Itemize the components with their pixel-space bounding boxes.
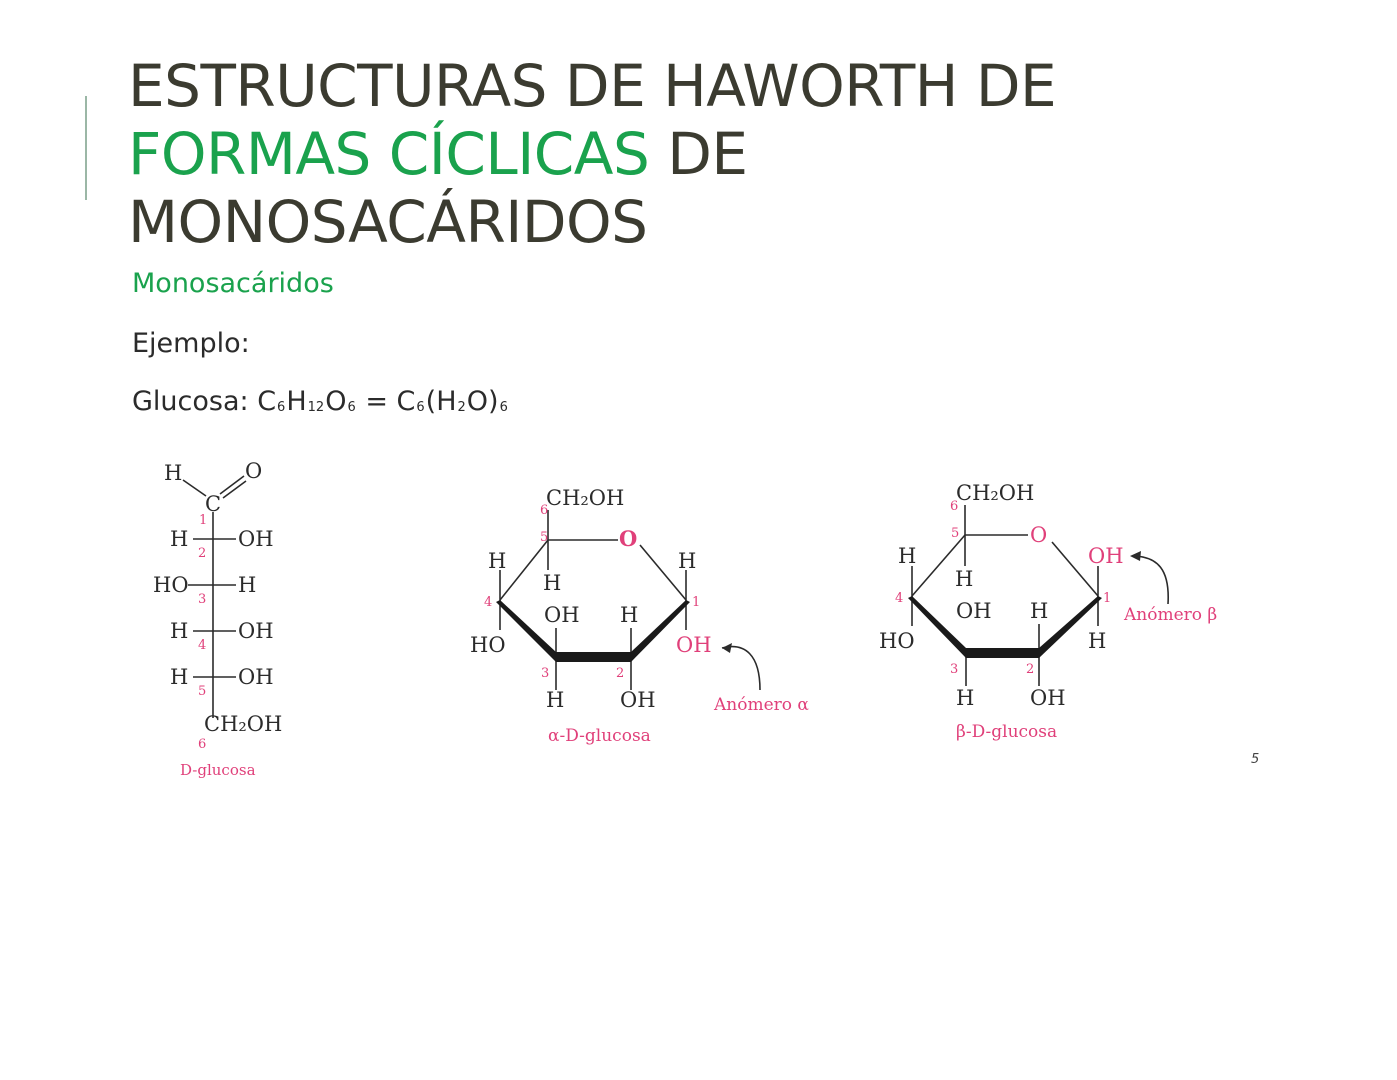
- beta-num-6: 6: [950, 499, 958, 514]
- fischer-row4-right: OH: [238, 619, 274, 643]
- alpha-ho4: HO: [470, 633, 506, 657]
- fischer-num-3: 3: [198, 592, 206, 607]
- beta-anomer-label: Anómero β: [1123, 605, 1217, 625]
- beta-bold-bond-bottom: [966, 648, 1039, 658]
- alpha-ring-oxygen: O: [619, 526, 637, 551]
- title-line-2: FORMAS CÍCLICAS DE: [128, 120, 1328, 188]
- beta-arrow-head: [1130, 551, 1141, 561]
- formula-mid: (H: [425, 386, 457, 417]
- page-title: ESTRUCTURAS DE HAWORTH DE FORMAS CÍCLICA…: [128, 52, 1328, 256]
- fischer-row2-right: OH: [238, 527, 274, 551]
- fischer-row3-right: H: [238, 573, 256, 597]
- alpha-bold-bond-left: [496, 600, 556, 662]
- alpha-num-3: 3: [541, 666, 549, 681]
- formula-o: O: [325, 386, 347, 417]
- alpha-num-1: 1: [692, 595, 700, 610]
- alpha-caption: α-D-glucosa: [548, 726, 651, 746]
- alpha-h3: H: [546, 688, 564, 712]
- fischer-c1: C: [205, 492, 221, 516]
- alpha-bold-bond-bottom: [556, 652, 631, 662]
- beta-num-5: 5: [951, 526, 959, 541]
- fischer-row3-left: HO: [153, 573, 189, 597]
- formula-sub: 12: [307, 400, 325, 415]
- alpha-num-6: 6: [540, 503, 548, 518]
- title-line-2-rest: DE: [649, 120, 748, 188]
- alpha-arrow-head: [722, 643, 732, 653]
- beta-num-1: 1: [1103, 591, 1111, 606]
- beta-bold-bond-right: [1039, 596, 1102, 658]
- formula-sub: 6: [277, 400, 286, 415]
- beta-ho4: HO: [879, 629, 915, 653]
- fischer-row5-left: H: [170, 665, 188, 689]
- beta-ring-oxygen: O: [1030, 523, 1047, 547]
- fischer-caption: D-glucosa: [180, 761, 256, 779]
- beta-ch2oh: CH₂OH: [956, 481, 1034, 505]
- fischer-h-top: H: [164, 461, 182, 485]
- alpha-oh3-top: OH: [544, 603, 580, 627]
- title-line-1: ESTRUCTURAS DE HAWORTH DE: [128, 52, 1057, 120]
- beta-h5: H: [955, 567, 973, 591]
- beta-bold-bond-left: [908, 596, 966, 658]
- fischer-num-6: 6: [198, 737, 206, 752]
- formula-eq: = C: [356, 386, 416, 417]
- beta-h1: H: [1088, 629, 1106, 653]
- beta-h3: H: [956, 686, 974, 710]
- fischer-num-5: 5: [198, 684, 206, 699]
- alpha-oh1: OH: [676, 633, 712, 657]
- glucose-formula: Glucosa: C6H12O6 = C6(H2O)6: [132, 386, 509, 417]
- example-label: Ejemplo:: [132, 328, 250, 359]
- beta-oh1: OH: [1088, 544, 1124, 568]
- fischer-num-2: 2: [198, 546, 206, 561]
- alpha-num-5: 5: [540, 530, 548, 545]
- title-highlight: FORMAS CÍCLICAS: [128, 120, 650, 188]
- beta-num-4: 4: [895, 591, 903, 606]
- formula-sub: 6: [499, 400, 508, 415]
- fischer-num-4: 4: [198, 638, 206, 653]
- page-number: 5: [1251, 752, 1260, 767]
- fischer-projection: [182, 475, 247, 718]
- beta-caption: β-D-glucosa: [956, 722, 1057, 742]
- alpha-bold-bond-right: [631, 600, 690, 662]
- alpha-ch2oh: CH₂OH: [546, 486, 624, 510]
- beta-num-2: 2: [1026, 662, 1034, 677]
- alpha-oh2: OH: [620, 688, 656, 712]
- accent-bar: [85, 96, 87, 200]
- beta-h4: H: [898, 544, 916, 568]
- formula-h: H: [286, 386, 307, 417]
- beta-num-3: 3: [950, 662, 958, 677]
- formula-end: O): [466, 386, 499, 417]
- formula-sub: 6: [347, 400, 356, 415]
- alpha-h1: H: [678, 549, 696, 573]
- formula-prefix: Glucosa: C: [132, 386, 277, 417]
- title-line-3: MONOSACÁRIDOS: [128, 188, 648, 256]
- alpha-anomer-label: Anómero α: [713, 695, 809, 715]
- alpha-h5: H: [543, 571, 561, 595]
- beta-oh2: OH: [1030, 686, 1066, 710]
- alpha-num-2: 2: [616, 666, 624, 681]
- formula-sub: 6: [416, 400, 425, 415]
- subtitle: Monosacáridos: [132, 268, 334, 299]
- alpha-h4: H: [488, 549, 506, 573]
- beta-h2-top: H: [1030, 599, 1048, 623]
- beta-oh3-top: OH: [956, 599, 992, 623]
- fischer-ch2oh: CH₂OH: [204, 712, 282, 736]
- fischer-row5-right: OH: [238, 665, 274, 689]
- fischer-row2-left: H: [170, 527, 188, 551]
- fischer-num-1: 1: [199, 513, 207, 528]
- fischer-o-top: O: [245, 459, 262, 483]
- formula-sub: 2: [457, 400, 466, 415]
- alpha-h2-top: H: [620, 603, 638, 627]
- alpha-num-4: 4: [484, 595, 492, 610]
- fischer-row4-left: H: [170, 619, 188, 643]
